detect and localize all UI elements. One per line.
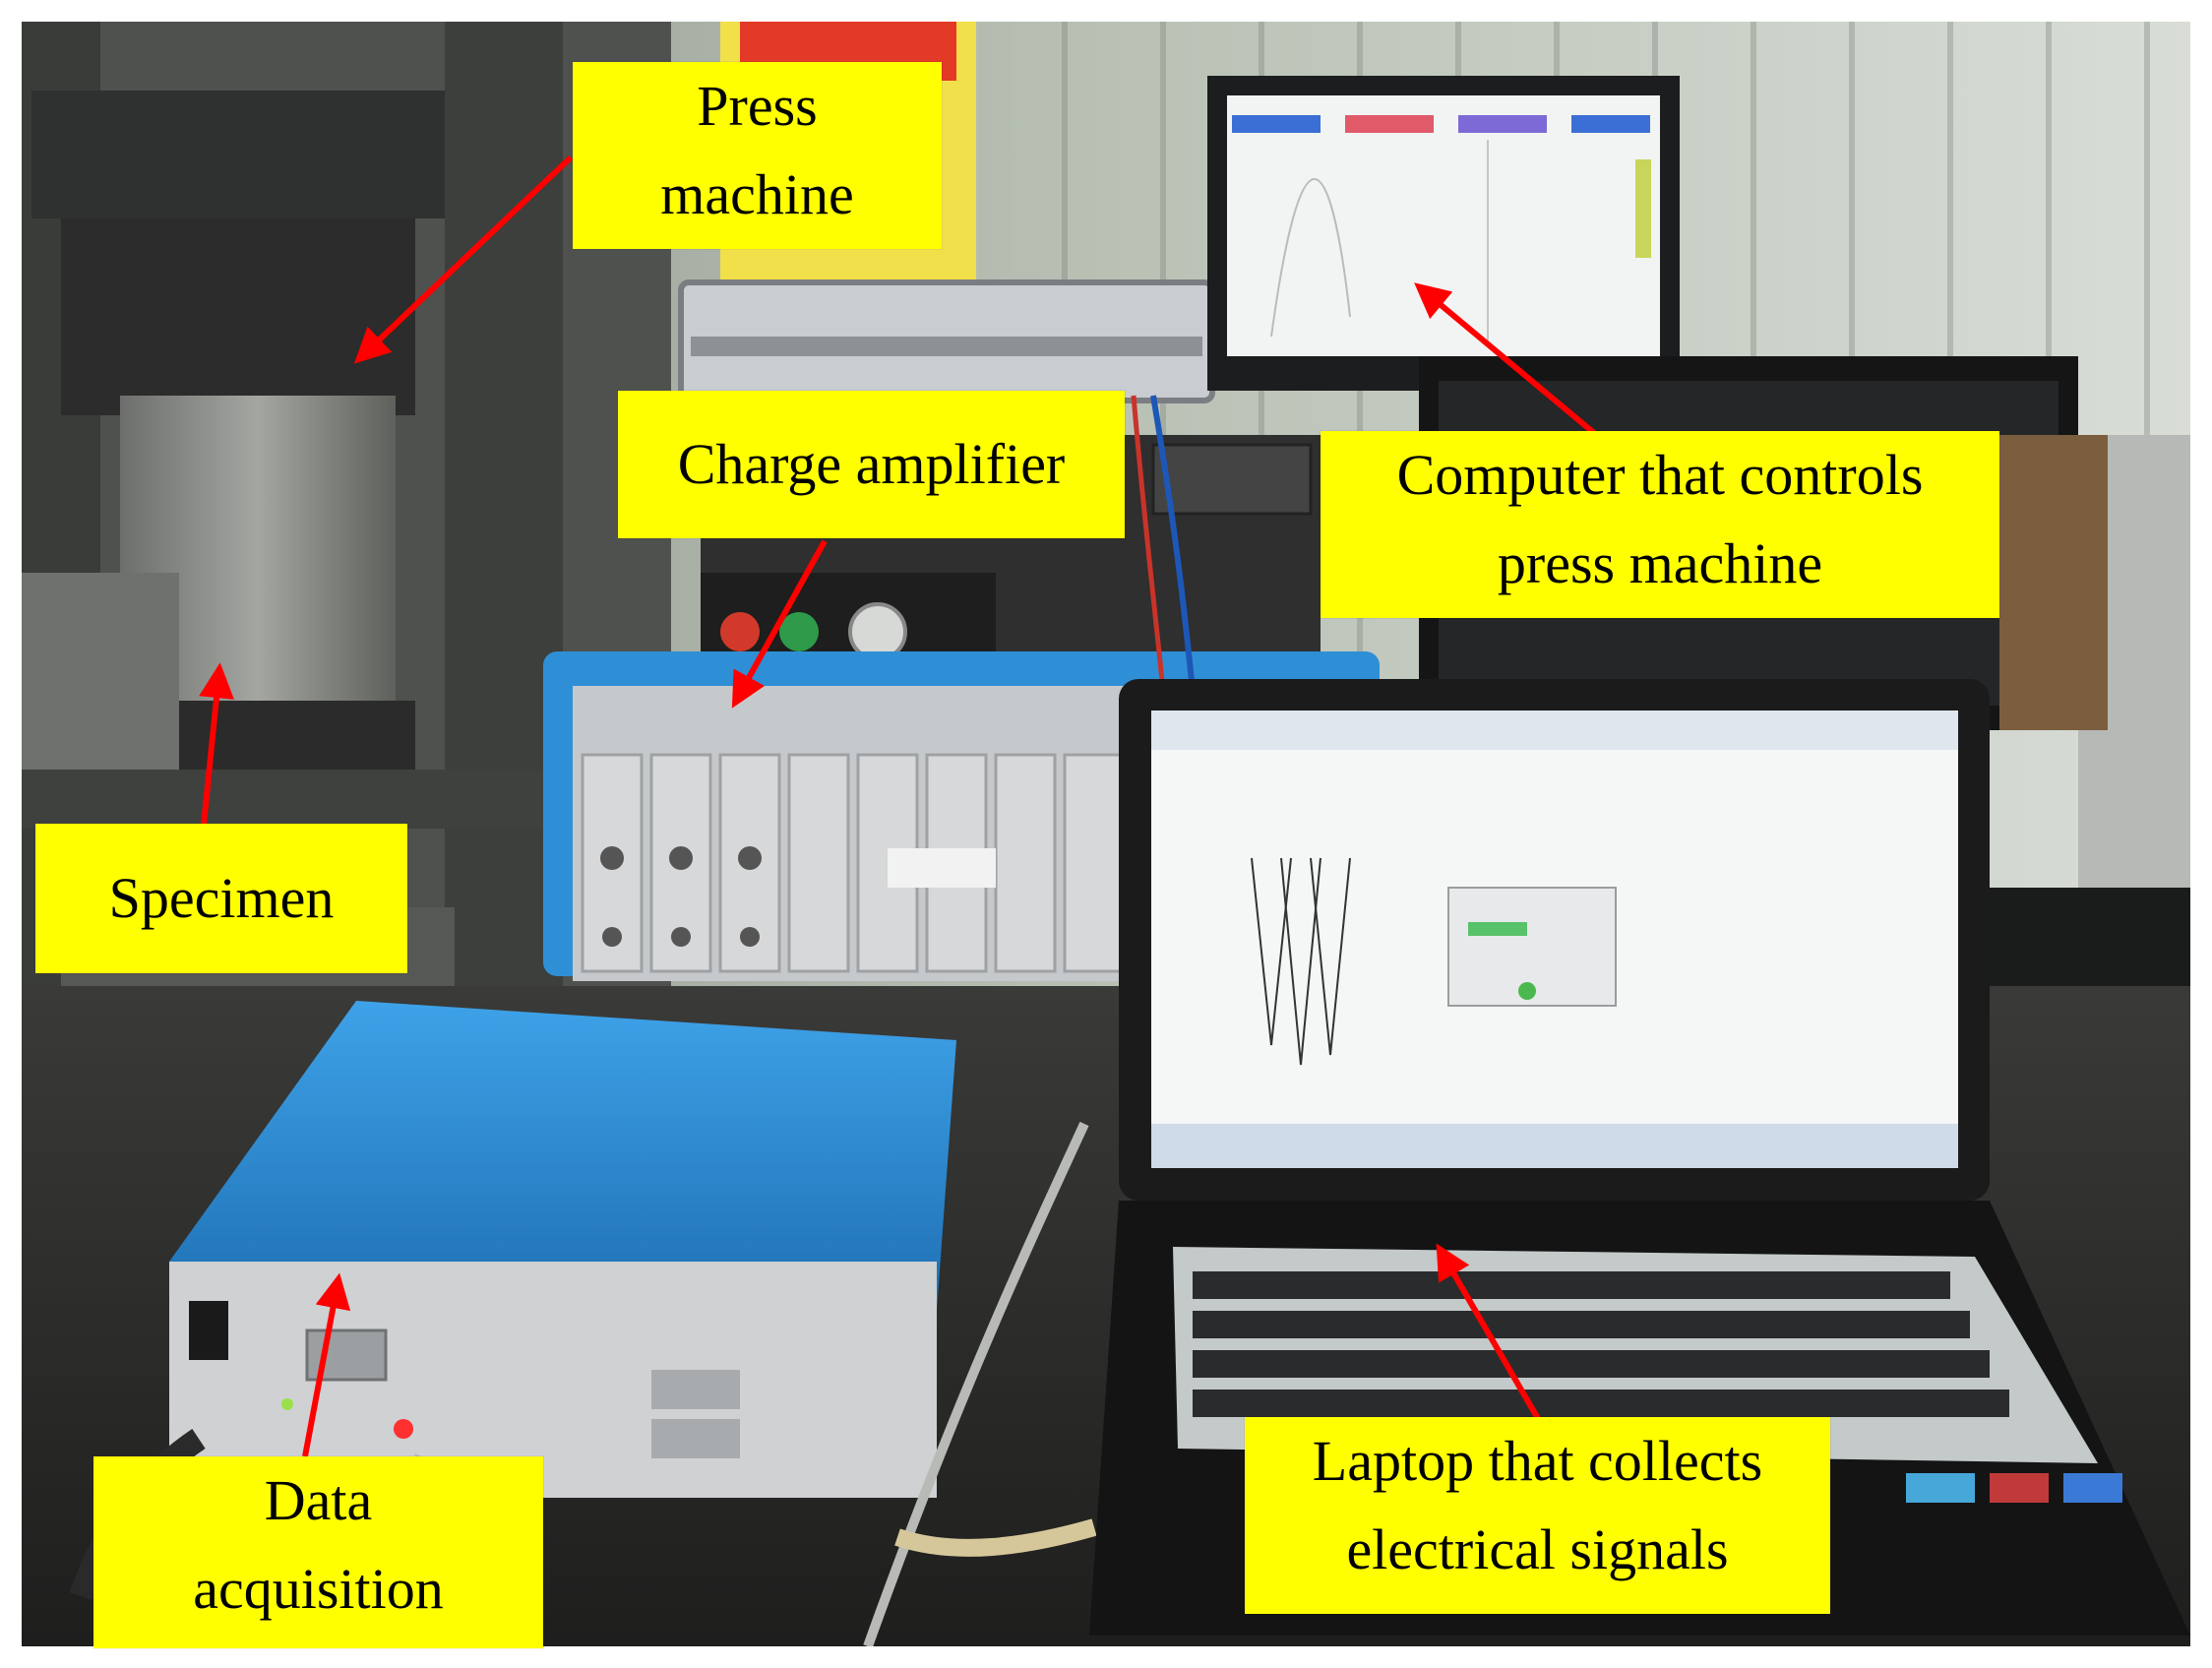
label-computer-line1: Computer that controls <box>1396 443 1924 507</box>
label-data-acquisition-line2: acquisition <box>193 1557 444 1621</box>
label-laptop-line1: Laptop that collects <box>1312 1429 1763 1493</box>
label-press-machine-line1: Press <box>697 74 818 138</box>
label-charge-amplifier: Charge amplifier <box>618 391 1125 538</box>
label-press-machine-line2: machine <box>660 162 854 226</box>
label-charge-amplifier-line1: Charge amplifier <box>677 432 1066 496</box>
label-data-acquisition-line1: Data <box>264 1468 373 1532</box>
label-press-machine: Press machine <box>573 62 942 249</box>
label-laptop-line2: electrical signals <box>1346 1517 1729 1581</box>
label-computer-line2: press machine <box>1497 531 1823 595</box>
label-specimen: Specimen <box>35 824 407 973</box>
label-laptop: Laptop that collects electrical signals <box>1245 1417 1830 1614</box>
label-data-acquisition: Data acquisition <box>93 1456 543 1648</box>
label-computer: Computer that controls press machine <box>1321 431 1999 618</box>
label-specimen-line1: Specimen <box>108 866 335 930</box>
